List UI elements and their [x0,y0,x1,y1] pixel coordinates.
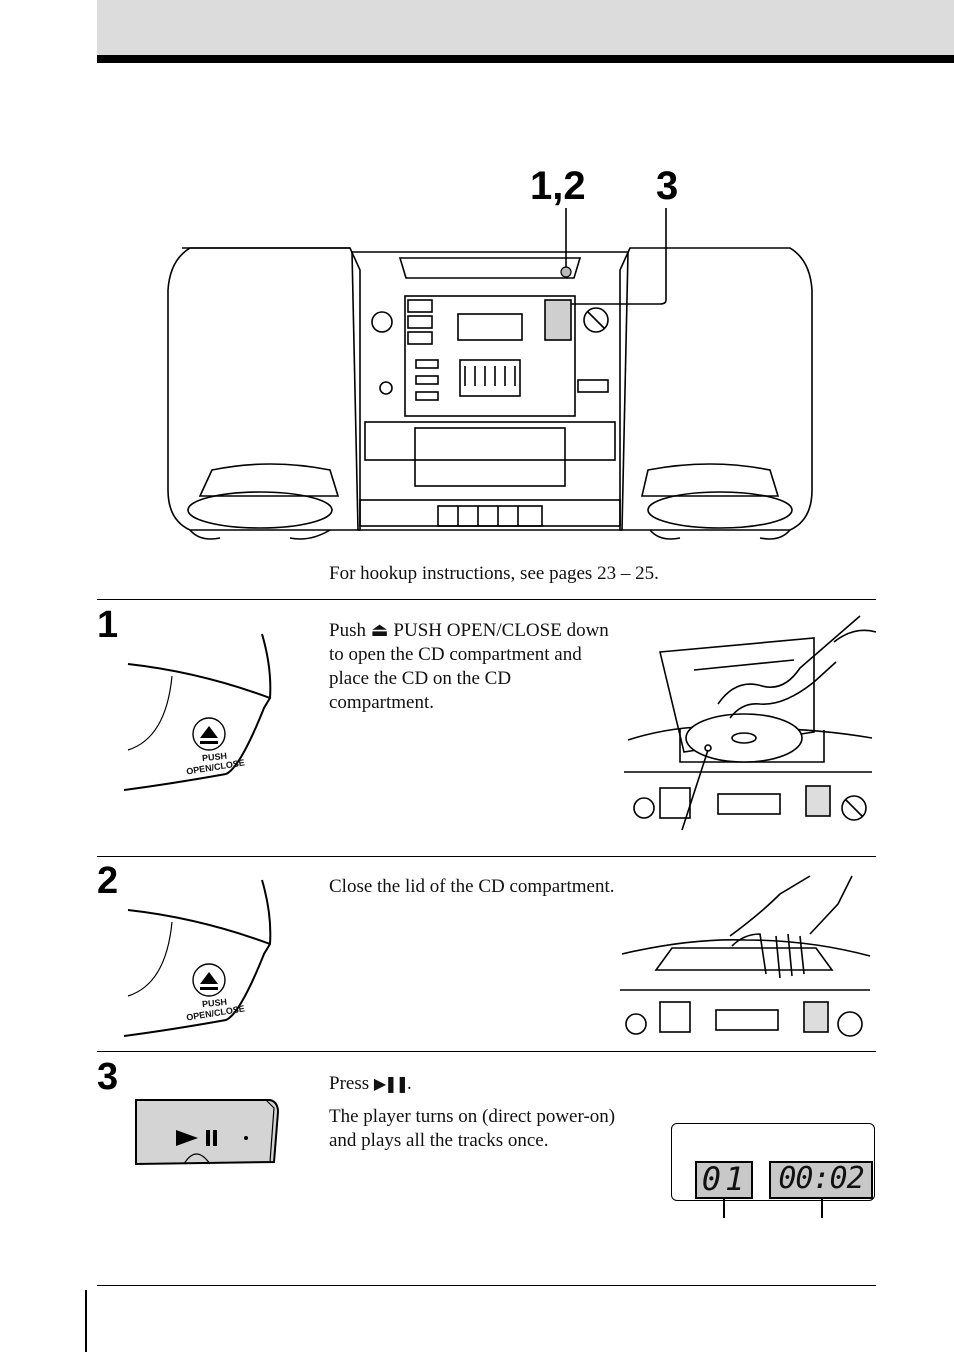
step-1-text-prefix: Push [329,620,371,641]
eject-icon: ⏏ [370,619,389,641]
step-3-text-prefix: Press [329,1073,374,1094]
footer-vertical-rule [85,1290,87,1352]
callout-3: 3 [656,164,679,208]
section-rule-2 [97,856,876,857]
play-pause-button-illustration [135,1099,280,1166]
step-3-description: The player turns on (direct power-on) an… [329,1106,616,1151]
display-elapsed-time: 00:02 [778,1161,864,1196]
callout-1-2: 1,2 [530,164,586,208]
step-3-text-suffix: . [407,1073,412,1094]
track-leader-line [723,1199,725,1218]
section-rule-3 [97,1051,876,1052]
hookup-note: For hookup instructions, see pages 23 – … [329,563,659,584]
section-rule-1 [97,599,876,600]
step-1-number: 1 [97,604,119,646]
display-track-number: 01 [701,1160,749,1198]
step-3-instruction: Press ▶❚❚. [329,1072,629,1096]
time-leader-line [821,1199,823,1218]
header-rule [97,55,954,63]
footer-rule [97,1285,876,1286]
step-2-instruction: Close the lid of the CD compartment. [329,876,615,897]
step-3-number: 3 [97,1056,119,1098]
display-time-box [769,1161,873,1199]
header-band [97,0,954,55]
step-1-button-illustration [123,633,272,791]
cd-insert-illustration [624,615,877,831]
play-pause-icon: ▶❚❚ [373,1074,409,1093]
lid-close-illustration [620,875,871,1037]
stereo-illustration [167,208,813,540]
step-1-text-suffix: PUSH OPEN/CLOSE down to open the CD comp… [329,620,609,713]
step-1-instruction: Push ⏏ PUSH OPEN/CLOSE down to open the … [329,618,619,715]
step-2-button-illustration [123,879,272,1037]
step-2-number: 2 [97,860,119,902]
display-track-box [695,1161,753,1199]
